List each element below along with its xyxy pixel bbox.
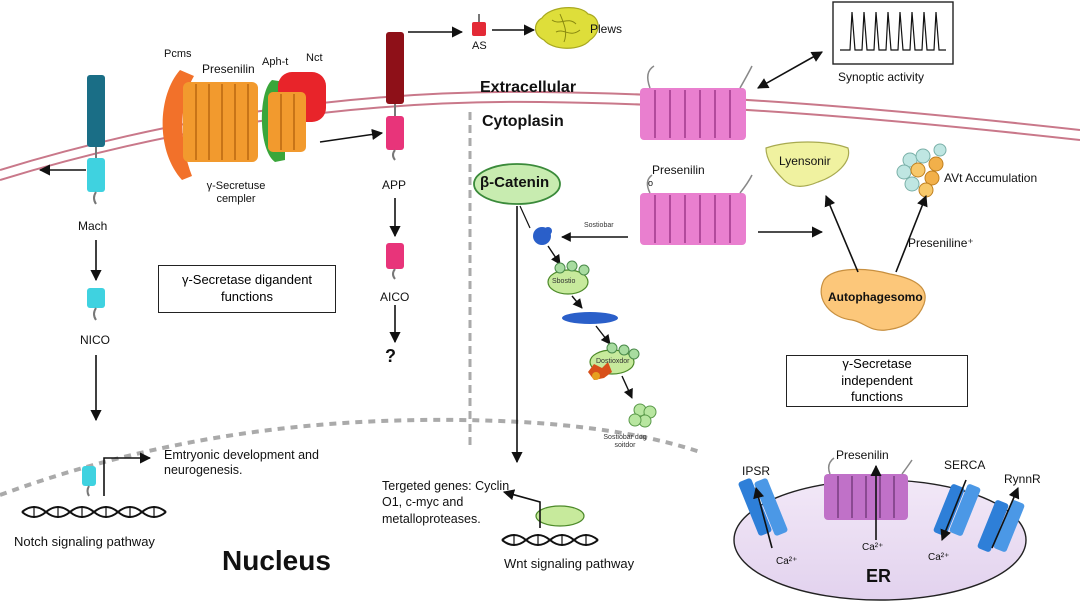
autophagic-vacuole-cluster [896, 143, 947, 198]
plaques-label: Plews [590, 22, 623, 36]
degrad-label: Dostioxdor [596, 358, 630, 365]
serca-label: SERCA [944, 458, 986, 472]
lysosome [765, 141, 850, 187]
aicd-fragment [386, 243, 404, 280]
ca-label-serca: Ca²⁺ [928, 552, 950, 563]
ca-label-ipsr: Ca²⁺ [776, 556, 798, 567]
presenilin-er [824, 457, 913, 520]
tiny-arrow-label: Sostiobar [584, 222, 614, 229]
app-label: APP [382, 178, 407, 192]
app-protein [386, 32, 404, 161]
wnt-target-gene [501, 505, 599, 546]
amyloid-plaque [534, 7, 599, 49]
ryr-label: RynnR [1004, 472, 1041, 486]
nct-label: Nct [306, 52, 323, 64]
embryonic-development-label: Emtryonic development and neurogenesis. [164, 448, 319, 477]
er-label: ER [866, 566, 892, 586]
beta-catenin [473, 163, 561, 205]
autophagosome [820, 268, 926, 331]
synaptic-activity-trace [832, 1, 954, 65]
gamma-secretase-complex-label: γ-Secretuse cempler [206, 180, 266, 206]
abeta-peptide [472, 14, 486, 36]
nucleus-label: Nucleus [222, 545, 331, 576]
gamma-dependent-text: γ-Secretase digandent functions [181, 272, 313, 304]
membrane-receptor-top [640, 65, 753, 140]
unknown-function-label: ? [385, 346, 396, 366]
nicd-fragment [87, 288, 105, 321]
gamma-dependent-box: γ-Secretase digandent functions [158, 265, 336, 313]
lysosome-label: Lyensonir [779, 154, 831, 168]
gamma-independent-box: γ-Secretase independent functions [786, 355, 968, 407]
autophagosome-label: Autophagesomo [828, 290, 923, 304]
complex-label: Sbostio [552, 278, 576, 285]
extracellular-label: Extracellular [480, 79, 577, 96]
presenilin-holoprotein [640, 174, 753, 245]
presenilin-o-mark: o [648, 178, 654, 188]
presenilin-complex-label: Presenilin [202, 62, 255, 76]
notch-target-gene [21, 466, 167, 518]
ca-label-presenilin: Ca²⁺ [862, 542, 884, 553]
aph1-label: Aph-t [262, 56, 289, 68]
abeta-label: AS [472, 40, 487, 52]
notch-receptor [87, 75, 105, 205]
synaptic-activity-label: Synoptic activity [838, 70, 925, 84]
wnt-pathway-label: Wnt signaling pathway [504, 556, 635, 571]
presenilin-er-label: Presenilin [836, 448, 889, 462]
cytoplasm-label: Cytoplasin [482, 113, 564, 130]
av-accumulation-label: AVt Accumulation [944, 171, 1038, 185]
destruction-complex [533, 227, 657, 428]
degradation-label: Sostiobar dog soitdor [603, 434, 647, 450]
gamma-independent-text: γ-Secretase independent functions [841, 355, 913, 405]
aico-label: AICO [380, 290, 410, 304]
notch-pathway-label: Notch signaling pathway [14, 534, 155, 549]
presenilin-label: Presenilin [652, 163, 705, 177]
targeted-genes-label: Tergeted genes: Cyclin O1, c-myc and met… [382, 479, 510, 526]
ryanodine-receptor [977, 500, 1025, 552]
pcms-label: Pcms [164, 48, 192, 60]
nico-label: NICO [80, 333, 110, 347]
mach-label: Mach [78, 219, 108, 233]
ipsr-label: IPSR [742, 464, 771, 478]
preseniline-label: Preseniline⁺ [908, 236, 974, 250]
beta-catenin-label: β-Catenin [480, 174, 550, 191]
gamma-secretase-complex [162, 70, 326, 180]
serca-pump [933, 484, 981, 536]
